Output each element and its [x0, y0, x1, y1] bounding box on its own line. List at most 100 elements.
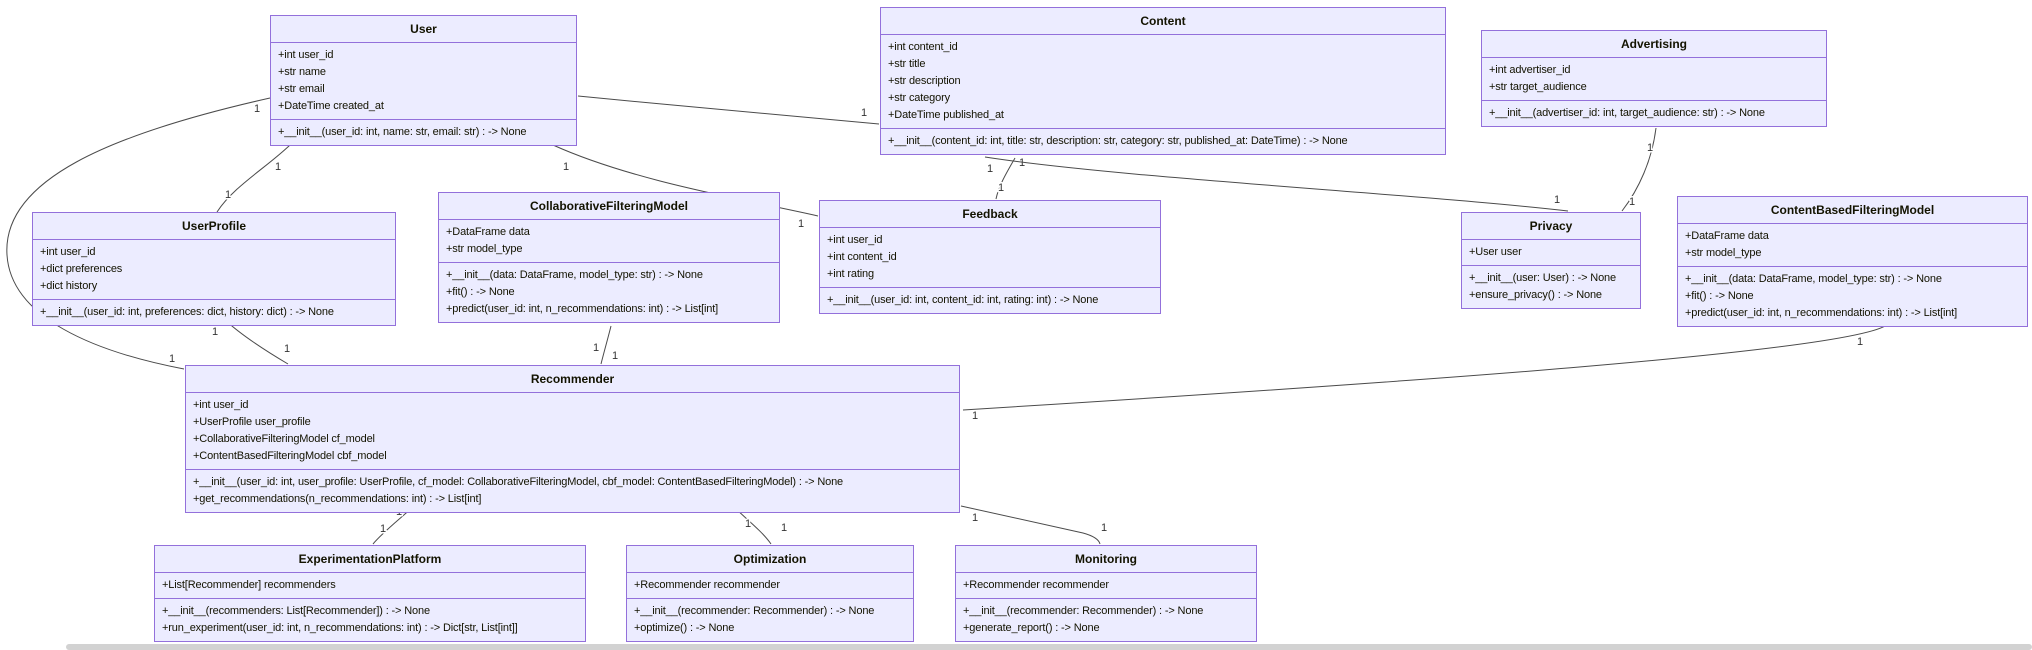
- attributes-compartment: +List[Recommender] recommenders: [155, 572, 585, 598]
- class-box-privacy: Privacy +User user +__init__(user: User) :…: [1461, 212, 1641, 309]
- methods-compartment: +__init__(recommenders: List[Recommender…: [155, 598, 585, 641]
- multiplicity-label: 1: [972, 512, 978, 524]
- attributes-compartment: +Recommender recommender: [956, 572, 1256, 598]
- class-attribute: +int rating: [827, 268, 874, 280]
- edge-content-feedback: [995, 157, 1016, 200]
- multiplicity-label: 1: [225, 189, 231, 201]
- class-method: +__init__(user_id: int, name: str, email…: [278, 126, 527, 138]
- class-attribute: +int user_id: [278, 49, 334, 61]
- edge-cbfm-recommender: [962, 323, 1889, 411]
- class-method: +ensure_privacy() : -> None: [1469, 289, 1602, 301]
- methods-compartment: +__init__(content_id: int, title: str, d…: [881, 128, 1445, 154]
- multiplicity-label: 1: [254, 103, 260, 115]
- class-attribute: +str name: [278, 66, 326, 78]
- multiplicity-label: 1: [212, 326, 218, 338]
- class-title-monitoring: Monitoring: [1075, 552, 1137, 566]
- class-attribute: +int user_id: [827, 234, 883, 246]
- class-attribute: +int advertiser_id: [1489, 64, 1571, 76]
- methods-compartment: +__init__(user: User) : -> None +ensure_p…: [1462, 265, 1640, 308]
- class-title-content: Content: [1140, 14, 1186, 28]
- class-box-monitoring: Monitoring +Recommender recommender +__ini…: [955, 545, 1257, 642]
- multiplicity-label: 1: [593, 342, 599, 354]
- class-title-recommender: Recommender: [530, 372, 615, 386]
- edge-user-userprofile: [216, 144, 291, 213]
- class-method: +predict(user_id: int, n_recommendations…: [1685, 307, 1958, 319]
- methods-compartment: +__init__(user_id: int, content_id: int,…: [820, 287, 1160, 313]
- class-method: +__init__(recommenders: List[Recommender…: [162, 605, 430, 617]
- multiplicity-label: 1: [275, 161, 281, 173]
- attributes-compartment: +int user_id+str name+str email+DateTime…: [271, 42, 576, 119]
- class-attribute: +CollaborativeFilteringModel cf_model: [193, 433, 375, 445]
- class-title-cbfm: ContentBasedFilteringModel: [1770, 203, 1935, 217]
- attributes-compartment: +int user_id+UserProfile user_profile+Co…: [186, 392, 959, 469]
- class-method: +__init__(user: User) : -> None: [1469, 272, 1616, 284]
- multiplicity-label: 1: [284, 343, 290, 355]
- class-attribute: +int user_id: [193, 399, 249, 411]
- edge-advertising-privacy: [1621, 127, 1657, 212]
- multiplicity-label: 1: [1647, 142, 1653, 154]
- class-box-cfm: CollaborativeFilteringModel +DataFrame da…: [438, 192, 780, 323]
- attributes-compartment: +DataFrame data+str model_type: [1678, 223, 2027, 266]
- horizontal-scrollbar[interactable]: [66, 644, 2032, 650]
- multiplicity-label: 1: [781, 522, 787, 534]
- class-method: +__init__(user_id: int, content_id: int,…: [827, 294, 1099, 306]
- class-title-privacy: Privacy: [1529, 219, 1573, 233]
- class-box-recommender: Recommender +int user_id+UserProfile user…: [185, 365, 960, 513]
- class-method: +__init__(recommender: Recommender) : ->…: [634, 605, 875, 617]
- class-attribute: +DataFrame data: [1685, 230, 1769, 242]
- class-attribute: +str target_audience: [1489, 81, 1587, 93]
- class-title-cfm: CollaborativeFilteringModel: [529, 199, 688, 213]
- attributes-compartment: +int content_id +str title +str descriptio…: [881, 34, 1445, 128]
- multiplicity-label: 1: [169, 353, 175, 365]
- attributes-compartment: +int user_id+int content_id+int rating: [820, 227, 1160, 287]
- attributes-compartment: +DataFrame data+str model_type: [439, 219, 779, 262]
- class-box-userprofile: UserProfile +int user_id+dict preferences…: [32, 212, 396, 326]
- edge-user-feedback: [552, 144, 819, 217]
- class-box-optimization: Optimization +Recommender recommender +__i…: [626, 545, 914, 642]
- multiplicity-label: 1: [380, 523, 386, 535]
- class-attribute: +str title: [888, 58, 926, 70]
- class-method: +__init__(user_id: int, preferences: dic…: [40, 306, 334, 318]
- multiplicity-label: 1: [563, 161, 569, 173]
- attributes-compartment: +int advertiser_id +str target_audience: [1482, 57, 1826, 100]
- class-method: +__init__(data: DataFrame, model_type: s…: [1685, 273, 1942, 285]
- multiplicity-label: 1: [1101, 522, 1107, 534]
- class-attribute: +dict history: [40, 280, 98, 292]
- methods-compartment: +__init__(advertiser_id: int, target_aud…: [1482, 100, 1826, 126]
- class-title-user: User: [410, 22, 437, 36]
- class-attribute: +DateTime published_at: [888, 109, 1004, 121]
- class-attribute: +User user: [1469, 246, 1522, 258]
- methods-compartment: +__init__(recommender: Recommender) : ->…: [956, 598, 1256, 641]
- class-title-advertising: Advertising: [1620, 37, 1687, 51]
- class-attribute: +Recommender recommender: [963, 579, 1109, 591]
- class-method: +__init__(advertiser_id: int, target_aud…: [1489, 107, 1765, 119]
- class-attribute: +str email: [278, 83, 325, 95]
- methods-compartment: +__init__(user_id: int, name: str, email…: [271, 119, 576, 145]
- class-box-advertising: Advertising +int advertiser_id +str target…: [1481, 30, 1827, 127]
- class-method: +predict(user_id: int, n_recommendations…: [446, 303, 719, 315]
- class-method: +__init__(data: DataFrame, model_type: s…: [446, 269, 703, 281]
- class-method: +fit() : -> None: [1685, 290, 1754, 302]
- class-attribute: +str description: [888, 75, 961, 87]
- class-attribute: +int content_id: [888, 41, 958, 53]
- class-method: +__init__(content_id: int, title: str, d…: [888, 135, 1348, 147]
- class-method: +__init__(user_id: int, user_profile: Us…: [193, 476, 844, 488]
- attributes-compartment: +int user_id+dict preferences+dict histo…: [33, 239, 395, 299]
- class-attribute: +ContentBasedFilteringModel cbf_model: [193, 450, 387, 462]
- edge-user-recommender: [6, 97, 271, 370]
- class-method: +optimize() : -> None: [634, 622, 735, 634]
- class-title-userprofile: UserProfile: [181, 219, 247, 233]
- class-attribute: +Recommender recommender: [634, 579, 780, 591]
- class-title-experimentation: ExperimentationPlatform: [298, 552, 442, 566]
- class-attribute: +int user_id: [40, 246, 96, 258]
- multiplicity-label: 1: [1857, 336, 1863, 348]
- methods-compartment: +__init__(user_id: int, preferences: dic…: [33, 299, 395, 325]
- class-title-optimization: Optimization: [733, 552, 807, 566]
- edge-content-privacy: [984, 156, 1569, 212]
- edge-user-content: [577, 95, 880, 125]
- class-method: +run_experiment(user_id: int, n_recommen…: [162, 622, 518, 634]
- attributes-compartment: +Recommender recommender: [627, 572, 913, 598]
- class-box-content: Content +int content_id +str title +str des…: [880, 7, 1446, 155]
- attributes-compartment: +User user: [1462, 239, 1640, 265]
